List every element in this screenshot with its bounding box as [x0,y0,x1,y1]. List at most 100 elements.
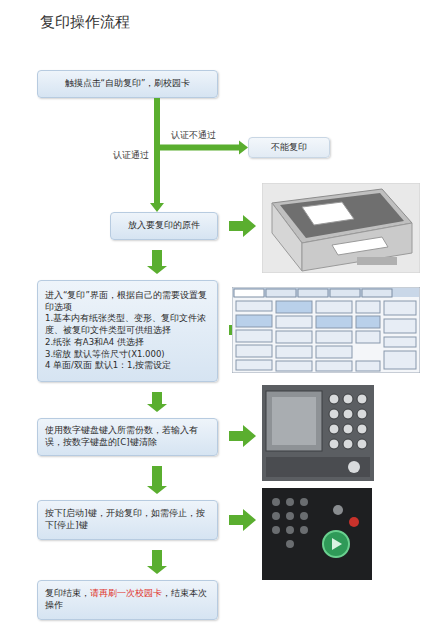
keypad-photo-part [348,461,360,473]
touch-screen-part-part [316,346,352,358]
arrow-shape [147,250,167,274]
control-panel-photo-part-part [300,512,308,520]
touch-screen-part-part [316,361,352,371]
copier-photo [262,183,420,273]
node-text: 进入“复印”界面，根据自己的需要设置复印选项 [45,290,210,313]
touch-screen-part [266,289,296,297]
touch-screen-part-part [384,351,416,369]
keypad-photo-part-part [343,439,353,449]
touch-screen-part [233,288,419,297]
keypad-photo-part-part [329,394,339,404]
control-panel-photo-part-part [286,512,294,520]
touch-screen-part-part [276,346,312,358]
control-panel-photo-part [272,498,308,548]
node-text: 复印结束， [45,588,90,598]
node-text: 触摸点击“自助复印”，刷校园卡 [45,78,210,90]
control-panel-photo-part [323,531,349,557]
control-panel-photo [262,488,372,580]
flow-arrow [147,250,167,274]
process-box: 按下[启动]键，开始复印，如需停止，按下[停止]键 [37,500,218,540]
edge-label: 认证不通过 [171,129,216,142]
keypad-photo-part-part [343,409,353,419]
control-panel-photo-part-part [272,512,280,520]
flow-arrow [150,98,164,212]
node-text: 请再刷一次校园卡 [90,588,162,598]
control-panel-photo-part [349,517,359,527]
process-box: 触摸点击“自助复印”，刷校园卡 [37,70,218,98]
diagram-title: 复印操作流程 [40,13,130,32]
node-text: 使用数字键盘键入所需份数，若输入有误，按数字键盘的[C]键清除 [45,425,210,448]
process-box: 不能复印 [248,137,330,158]
touch-screen-part-part [236,315,272,327]
keypad-photo-part [262,385,374,481]
arrow-shape [147,550,167,574]
touch-screen-part [330,289,360,297]
keypad-photo-part-part [329,439,339,449]
touch-screen [232,287,420,373]
arrow-shape [150,98,164,212]
copier-photo-part [332,237,388,255]
keypad-photo-part-part [357,409,367,419]
copier-photo-part [357,257,397,265]
keypad-photo-part [329,394,367,449]
flow-arrow [154,98,248,155]
keypad-photo-part-part [357,394,367,404]
touch-screen-part [236,301,416,371]
touch-screen-part-part [316,316,352,328]
keypad-photo-part-part [357,424,367,434]
text-line: 复印结束，请再刷一次校园卡，结束本次操作 [45,588,210,611]
touch-screen-part [234,289,264,297]
touch-screen-part [232,287,420,373]
touch-screen-part-part [356,361,380,371]
keypad-photo-part-part [343,394,353,404]
flow-arrow [147,550,167,574]
touch-screen-part-part [356,331,380,343]
control-panel-photo-part-part [286,526,294,534]
control-panel-photo-part-part [286,540,294,548]
copier-photo-part [302,202,354,225]
node-text: 2.纸张 有A3和A4 供选择 [45,337,210,349]
node-text: 3.缩放 默认等倍尺寸(X1.000) [45,349,210,361]
process-box: 使用数字键盘键入所需份数，若输入有误，按数字键盘的[C]键清除 [37,418,218,456]
touch-screen-part-part [236,345,272,357]
control-panel-photo-part-part [300,526,308,534]
touch-screen-part [298,289,328,297]
touch-screen-part-part [276,301,312,313]
node-text: 不能复印 [256,142,322,154]
arrow-shape [147,466,167,494]
touch-screen-part-part [384,337,416,347]
control-panel-photo-part [333,505,343,515]
control-panel-photo-part-part [300,498,308,506]
side-arrow [229,509,256,531]
touch-screen-part [362,289,392,297]
control-panel-photo-part-part [272,526,280,534]
flow-arrow [147,466,167,494]
keypad-photo-part-part [357,439,367,449]
edge-label: 认证通过 [87,149,149,162]
process-box: 复印结束，请再刷一次校园卡，结束本次操作 [37,580,218,620]
keypad-photo-part [272,397,316,445]
flow-arrow [147,392,167,412]
keypad-photo-part [266,391,322,451]
copier-photo-part [272,203,302,271]
process-box: 进入“复印”界面，根据自己的需要设置复印选项1.基本内有纸张类型、变形、复印文件… [37,280,218,382]
copier-photo-part [262,183,420,273]
side-arrow [229,425,256,447]
node-text: 1.基本内有纸张类型、变形、复印文件浓度、被复印文件类型可供组选择 [45,313,210,336]
control-panel-photo-part [332,538,342,550]
keypad-photo-part [266,457,370,477]
control-panel-photo-part-part [286,498,294,506]
touch-screen-part-part [236,360,272,370]
touch-screen-part-part [236,301,272,311]
touch-screen-part-part [316,331,352,343]
arrow-shape [154,141,248,155]
keypad-photo-part-part [329,424,339,434]
arrow-shape [154,98,160,151]
touch-screen-part-part [384,301,416,315]
node-text: 按下[启动]键，开始复印，如需停止，按下[停止]键 [45,508,210,531]
touch-screen-part-part [356,301,380,313]
control-panel-photo-part-part [272,498,280,506]
arrow-shape [147,392,167,412]
touch-screen-part-part [276,331,312,343]
keypad-photo-part-part [329,409,339,419]
